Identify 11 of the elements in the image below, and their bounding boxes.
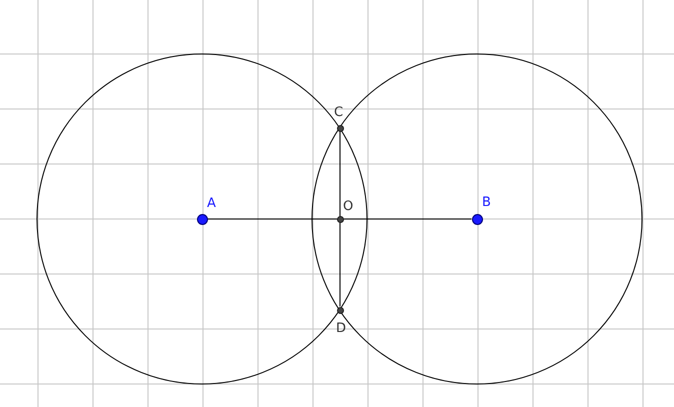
point-label: A [207,197,216,211]
point-label: C [334,106,344,120]
point-label: O [343,200,354,214]
point-marker [336,124,344,132]
point-marker [196,214,208,224]
point-marker [336,216,344,222]
point-marker [336,306,344,314]
line-segment [207,218,472,220]
point-label: B [482,196,491,210]
point-label: D [336,322,346,336]
point-marker [472,214,482,224]
